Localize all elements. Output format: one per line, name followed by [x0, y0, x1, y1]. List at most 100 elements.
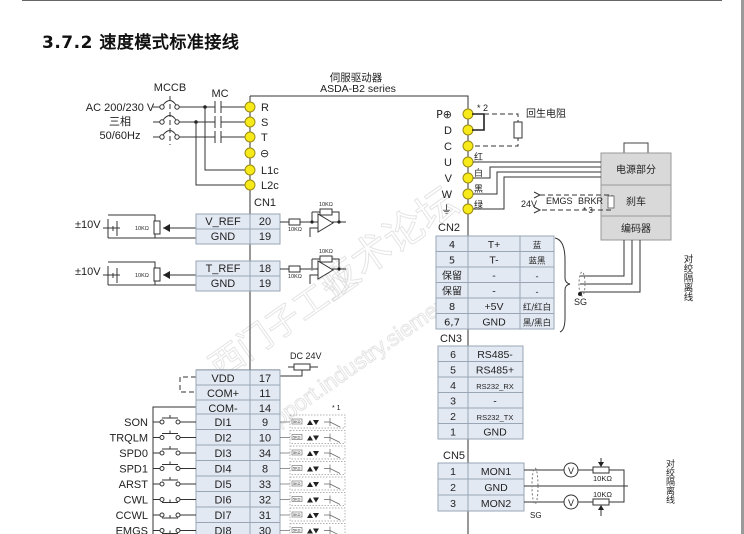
cn5-signal: MON2 — [481, 498, 511, 510]
cn1-power-signal: COM- — [208, 403, 238, 415]
di-signal: DI7 — [214, 510, 231, 522]
r-fb-label: 10KΩ — [319, 249, 333, 255]
cn2-wire-color: 蓝黑 — [528, 256, 546, 267]
vref-signal: V_REF — [205, 216, 241, 228]
resistor-label: 10KΩ — [593, 490, 612, 499]
cn3-pin: 4 — [450, 380, 456, 392]
cn5-monitor-circuit: V V 10KΩ 10KΩ SG 对绞隔离线 — [524, 458, 675, 520]
cn1-power-pin: 17 — [259, 373, 271, 385]
cn3-row: 1 GND — [437, 423, 524, 440]
di-function-name: CCWL — [116, 510, 148, 522]
motor-encoder-section — [600, 215, 672, 241]
di-pin: 30 — [259, 526, 271, 534]
meter-symbol: V — [568, 498, 574, 508]
brake-circuit: 24V EMGS BRKR * 3 — [521, 191, 615, 215]
terminal-label: P⊕ — [436, 108, 452, 121]
motor-section-label: 编码器 — [621, 222, 651, 235]
regen-resistor-label: 回生电阻 — [526, 107, 566, 120]
terminal-label: V — [445, 173, 453, 185]
r-fb-label: 10KΩ — [319, 202, 333, 208]
cn2-signal: GND — [482, 317, 506, 329]
cn5-pin: 1 — [450, 466, 456, 478]
cn2-row: 保留-- — [435, 282, 555, 299]
encoder-cable: SG 对绞隔离线 — [554, 237, 693, 333]
cn1-label: CN1 — [254, 197, 276, 209]
di-pin: 32 — [259, 495, 271, 507]
cn3-pin: 6 — [450, 349, 456, 361]
cn2-row: 保留-- — [435, 266, 555, 283]
cn3-signal: RS485+ — [476, 365, 514, 377]
di-signal: DI5 — [214, 479, 231, 491]
cn3-pin: 1 — [450, 427, 456, 439]
cn3-pin: 5 — [450, 365, 456, 377]
tref-pin: 18 — [259, 263, 271, 275]
drive-right-terminals: P⊕ D C U V W ⏚ * 2 回生电阻 — [436, 103, 566, 216]
pot-label: 10KΩ — [135, 226, 149, 232]
di-function-name: ARST — [119, 479, 149, 491]
cn5-twisted-pair-label: 对绞隔离线 — [629, 458, 675, 504]
opto-r-label: 5KΩ — [293, 451, 301, 455]
terminal-label: ⊖ — [260, 147, 269, 160]
page-top-rule — [22, 0, 722, 1]
note-star1: * 1 — [332, 405, 341, 412]
terminal-label: L1c — [261, 165, 279, 177]
tref-signal: T_REF — [206, 263, 241, 275]
cn3-label: CN3 — [440, 333, 462, 345]
terminal-r — [244, 101, 256, 113]
vref-source: ±10V — [75, 219, 101, 231]
drive-name: 伺服驱动器 — [330, 71, 383, 84]
terminal-label: T — [261, 132, 268, 144]
cn3-signal: RS232_RX — [476, 382, 514, 391]
wire-color-label: 绿 — [474, 199, 483, 211]
cn1-cell — [249, 228, 281, 245]
cn3-row: 4 RS232_RX — [437, 376, 524, 393]
di-function-name: EMGS — [116, 526, 148, 534]
motor-power-section — [600, 152, 672, 186]
mc-contactor — [179, 101, 250, 186]
opto-r-label: 5KΩ — [293, 420, 301, 424]
terminal-t — [244, 131, 256, 143]
cn5-shield-label: SG — [530, 511, 542, 520]
ground-icon: ⏚ — [441, 203, 452, 216]
cn3-signal: GND — [483, 427, 507, 439]
cn3-row: 5 RS485+ — [437, 361, 524, 378]
mc-label: MC — [211, 88, 228, 100]
opto-r-label: 5KΩ — [293, 498, 301, 502]
cn2-wire-color: - — [535, 272, 538, 282]
cn1-power-pin: 14 — [259, 403, 271, 415]
drive-left-terminals: R S T ⊖ L1c L2c — [244, 101, 279, 192]
vref-pin: 20 — [259, 216, 271, 228]
cn3-row: 3- — [437, 392, 524, 409]
cn2-signal: T- — [489, 255, 499, 267]
tref-gnd-pin: 19 — [259, 278, 271, 290]
scrollbar[interactable] — [741, 0, 744, 534]
di-pin: 33 — [259, 479, 271, 491]
wire-color-label: 红 — [474, 151, 483, 163]
di-function-name: SPD0 — [119, 448, 148, 460]
brake-emgs: EMGS — [546, 196, 573, 206]
encoder-shield-label: SG — [574, 297, 587, 307]
cn1-analog-vref: ±10V 10KΩ V_REF 20 GND 19 10KΩ 10KΩ — [75, 202, 346, 245]
di-function-name: SON — [124, 417, 148, 429]
opto-r-label: 5KΩ — [293, 513, 301, 517]
di-signal: DI4 — [214, 464, 231, 476]
note-star3: * 3 — [583, 206, 593, 215]
cn2-pin: 5 — [449, 256, 455, 267]
cn2-label: CN2 — [438, 222, 460, 234]
meter-symbol: V — [568, 466, 574, 476]
vref-gnd-pin: 19 — [259, 231, 271, 243]
r-in-label: 10KΩ — [288, 227, 302, 233]
cn3-signal: RS232_TX — [477, 413, 514, 422]
